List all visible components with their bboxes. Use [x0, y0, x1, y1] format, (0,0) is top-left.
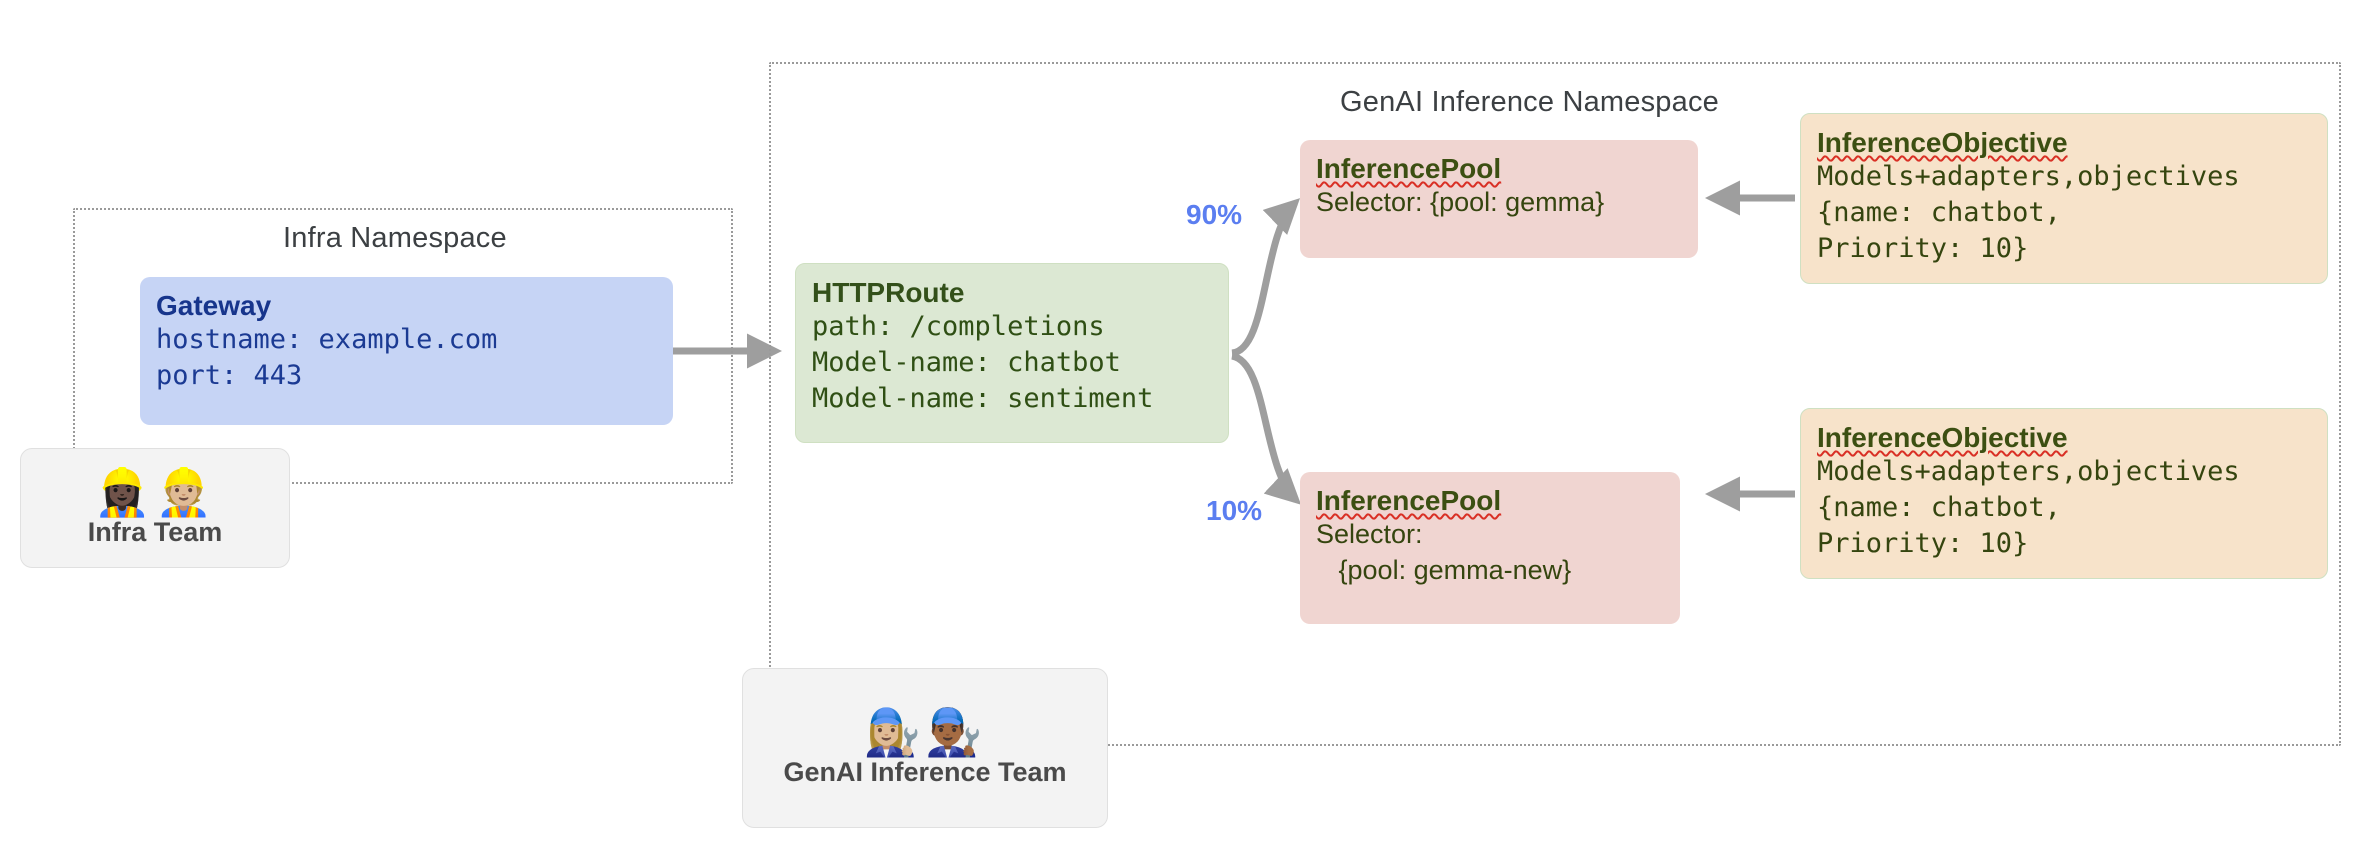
inferenceobjective-card-1[interactable]: InferenceObjective Models+adapters,objec… — [1800, 113, 2328, 284]
inferencepool-title-2: InferencePool — [1316, 485, 1502, 516]
namespace-genai-title: GenAI Inference Namespace — [1340, 86, 1719, 118]
inferenceobjective-line-1-c: Priority: 10} — [1817, 232, 2029, 264]
inferenceobjective-line-2-b: {name: chatbot, — [1817, 491, 2061, 523]
team-card-infra[interactable]: 👷🏿‍♀️👷🏼 Infra Team — [20, 448, 290, 568]
gateway-card[interactable]: Gateway hostname: example.com port: 443 — [140, 277, 673, 425]
inferenceobjective-line-1-b: {name: chatbot, — [1817, 196, 2061, 228]
inferencepool-selector-2-b: {pool: gemma-new} — [1316, 554, 1572, 585]
inferenceobjective-title-2: InferenceObjective — [1817, 422, 2068, 453]
inferenceobjective-line-2-a: Models+adapters,objectives — [1817, 456, 2240, 488]
team-label-infra: Infra Team — [87, 516, 223, 547]
inferenceobjective-line-2-c: Priority: 10} — [1817, 527, 2029, 559]
inferencepool-card-2[interactable]: InferencePool Selector: {pool: gemma-new… — [1300, 472, 1680, 624]
inferencepool-selector-2-a: Selector: — [1316, 519, 1423, 550]
inferenceobjective-line-1-a: Models+adapters,objectives — [1817, 161, 2240, 193]
namespace-genai — [769, 62, 2341, 746]
construction-workers-icon: 👷🏿‍♀️👷🏼 — [93, 464, 217, 519]
inferencepool-selector-1: Selector: {pool: gemma} — [1316, 187, 1605, 218]
inferenceobjective-title-1: InferenceObjective — [1817, 127, 2068, 158]
namespace-infra — [73, 208, 733, 484]
httproute-line-path: path: /completions — [812, 311, 1105, 343]
inferenceobjective-card-2[interactable]: InferenceObjective Models+adapters,objec… — [1800, 408, 2328, 579]
mechanics-icon: 👩🏼‍🔧👨🏾‍🔧 — [863, 704, 987, 759]
weight-label-90: 90% — [1186, 199, 1243, 230]
gateway-title: Gateway — [156, 290, 272, 321]
httproute-line-model-2: Model-name: sentiment — [812, 382, 1154, 414]
inferencepool-title-1: InferencePool — [1316, 153, 1502, 184]
inferencepool-card-1[interactable]: InferencePool Selector: {pool: gemma} — [1300, 140, 1698, 258]
gateway-line-port: port: 443 — [156, 359, 303, 391]
team-label-genai: GenAI Inference Team — [783, 756, 1067, 787]
httproute-line-model-1: Model-name: chatbot — [812, 346, 1121, 378]
weight-label-10: 10% — [1206, 495, 1263, 526]
gateway-line-hostname: hostname: example.com — [156, 324, 498, 356]
httproute-title: HTTPRoute — [812, 277, 965, 308]
httproute-card[interactable]: HTTPRoute path: /completions Model-name:… — [795, 263, 1229, 443]
team-card-genai[interactable]: 👩🏼‍🔧👨🏾‍🔧 GenAI Inference Team — [742, 668, 1108, 828]
namespace-infra-title: Infra Namespace — [283, 222, 507, 254]
